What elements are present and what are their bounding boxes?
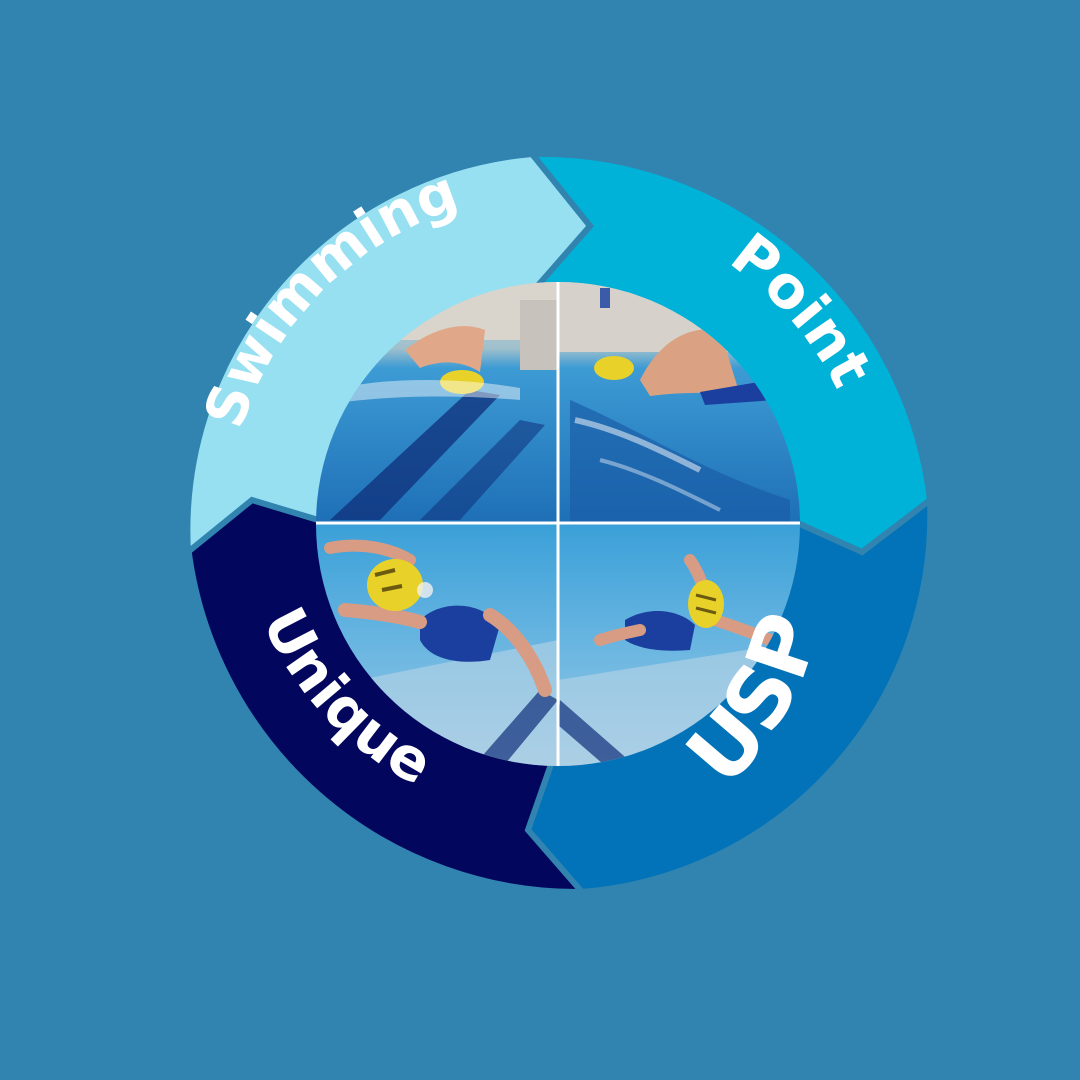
swim-cap-icon bbox=[688, 580, 724, 628]
photo-bottom-left bbox=[316, 524, 558, 766]
swim-cap-icon bbox=[594, 356, 634, 380]
swim-cap-icon bbox=[440, 370, 484, 394]
swim-cap-icon bbox=[367, 559, 423, 611]
